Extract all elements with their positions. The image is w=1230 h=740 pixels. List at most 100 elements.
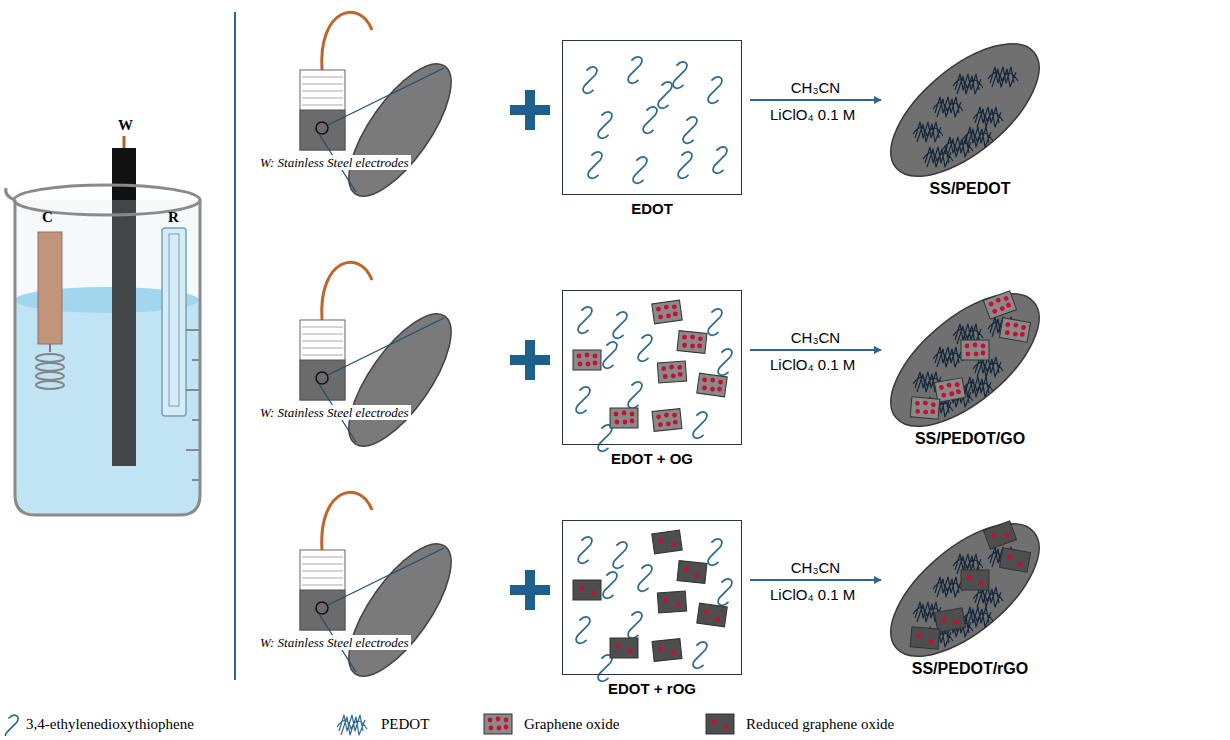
electrode-tip — [300, 110, 345, 150]
electrolyte-label-holder: LiClO₄ 0.1 M — [770, 356, 855, 374]
pedot-chain — [923, 147, 953, 167]
electrode-spot — [316, 372, 328, 384]
box-caption: EDOT — [562, 200, 742, 217]
electrolyte-label: LiClO₄ 0.1 M — [770, 356, 855, 373]
legend-symbol — [700, 712, 740, 736]
electrode-caption: W: Stainless Steel electrodes — [258, 155, 411, 170]
go-sheet — [677, 331, 707, 354]
plus-sign — [510, 90, 550, 130]
edot-molecule — [708, 539, 722, 565]
go-sheet — [999, 318, 1030, 343]
pedot-chain — [913, 122, 943, 142]
holder-stripe — [302, 585, 343, 586]
edot-molecule — [643, 107, 657, 133]
edot-molecule — [718, 579, 732, 605]
rgo-sheet — [706, 714, 734, 734]
go-sheet — [573, 350, 601, 370]
pedot-chain — [933, 347, 963, 367]
edot-molecule — [578, 537, 592, 563]
go-sheet — [610, 408, 638, 428]
pedot-chain — [963, 127, 993, 147]
zoom-line — [328, 68, 444, 125]
legend-symbol — [4, 712, 20, 736]
go-sheet — [910, 397, 940, 419]
rgo-sheet — [961, 570, 989, 590]
edot-molecule — [613, 312, 627, 338]
caption-holder: SS/PEDOT — [875, 180, 1065, 198]
electrode-spot — [316, 602, 328, 614]
edot-molecule — [5, 715, 18, 736]
arrow-label: CH₃CN — [791, 329, 840, 347]
edot-molecule — [603, 342, 617, 368]
edot-molecule — [638, 335, 652, 361]
solvent-label: CH₃CN — [791, 79, 840, 96]
coated-electrode — [869, 500, 1061, 680]
electrode-letter-holder: R — [168, 208, 179, 226]
plus-sign — [510, 570, 550, 610]
holder-stripe — [302, 564, 343, 565]
electrode-caption: W: Stainless Steel electrodes — [258, 405, 411, 420]
edot-molecule — [708, 309, 722, 335]
rgo-sheet — [652, 530, 683, 554]
pedot-chain — [973, 107, 1003, 127]
legend-text: Graphene oxide — [524, 716, 619, 733]
reaction-arrow — [750, 349, 881, 351]
edot-molecule — [718, 349, 732, 375]
plus-sign — [510, 340, 550, 380]
product-label: SS/PEDOT/GO — [875, 430, 1065, 448]
solvent-label: CH₃CN — [791, 559, 840, 576]
legend-item: 3,4-ethylenedioxythiophene — [4, 712, 194, 736]
working-wire — [123, 136, 126, 150]
legend-symbol — [478, 712, 518, 736]
solvent-label: CH₃CN — [791, 329, 840, 346]
caption-holder: SS/PEDOT/rGO — [875, 660, 1065, 678]
box-outline — [562, 40, 742, 195]
go-sheet — [484, 714, 512, 734]
electrode-wire — [322, 12, 372, 70]
electrode-holder — [300, 70, 345, 150]
electrode-tip — [300, 360, 345, 400]
holder-stripe — [302, 578, 343, 579]
steel-disk — [331, 299, 470, 461]
rgo-sheet — [652, 639, 682, 662]
product-label: SS/PEDOT/rGO — [875, 660, 1065, 678]
edot-molecule — [708, 77, 722, 103]
caption-holder: EDOT + rOG — [562, 680, 742, 697]
electrode-wire — [322, 262, 372, 320]
edot-molecule — [576, 387, 590, 413]
edot-molecule — [673, 62, 687, 88]
holder-stripe — [302, 327, 343, 328]
box-outline — [562, 290, 742, 445]
edot-molecule — [628, 57, 642, 83]
steel-disk — [331, 529, 470, 691]
edot-molecule — [693, 642, 707, 668]
rgo-sheet — [910, 627, 940, 649]
legend-text: PEDOT — [381, 716, 429, 733]
holder-stripe — [302, 334, 343, 335]
coated-electrode-node: SS/PEDOT/rGO — [885, 510, 1055, 678]
electrolyte-label: LiClO₄ 0.1 M — [770, 106, 855, 123]
rgo-sheet — [983, 521, 1016, 549]
electrode-letter: C — [42, 209, 53, 225]
box-outline — [562, 520, 742, 675]
edot-molecule — [598, 425, 612, 451]
rgo-sheet — [573, 580, 601, 600]
rgo-sheet — [999, 548, 1030, 573]
electrode-spot — [316, 122, 328, 134]
holder-stripe — [302, 98, 343, 99]
pedot-chain — [963, 377, 993, 397]
pedot-chain — [988, 67, 1018, 87]
edot-molecule — [638, 565, 652, 591]
edot-molecule — [628, 382, 642, 408]
pedot-chain — [953, 74, 983, 94]
edot-molecule — [613, 542, 627, 568]
edot-molecule — [693, 412, 707, 438]
coated-electrode-node: SS/PEDOT — [885, 30, 1055, 198]
coated-electrode-node: SS/PEDOT/GO — [885, 280, 1055, 448]
legend-symbol — [335, 712, 375, 736]
electrode-holder — [300, 550, 345, 630]
electrolyte-label-holder: LiClO₄ 0.1 M — [770, 106, 855, 124]
edot-molecule — [583, 67, 597, 93]
go-sheet — [934, 378, 965, 403]
caption-holder: EDOT — [562, 200, 742, 217]
